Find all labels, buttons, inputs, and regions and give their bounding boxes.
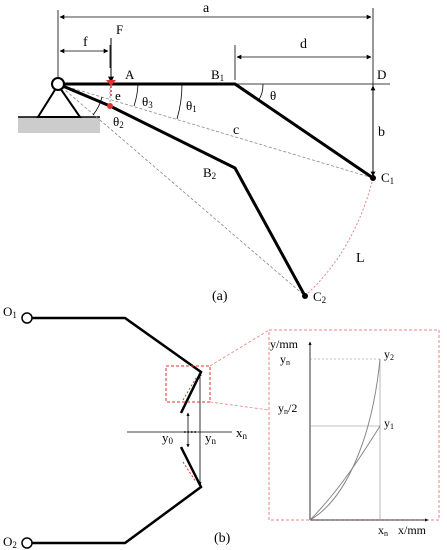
- point-C2: [302, 293, 308, 299]
- label-F: F: [116, 22, 123, 37]
- label-theta: θ: [270, 88, 276, 103]
- panel-b: O1 O2 y0 yn xn (b) y/mm x/mm yn yn/2 y2 …: [3, 304, 440, 550]
- label-L: L: [356, 251, 365, 266]
- caption-b: (b): [214, 531, 231, 546]
- lower-link: [27, 446, 203, 545]
- label-yn: yn: [205, 430, 217, 446]
- label-C2: C2: [313, 289, 326, 305]
- arc-theta1: [176, 83, 183, 120]
- label-C1: C1: [381, 170, 394, 186]
- label-d: d: [300, 37, 307, 52]
- curve-y2: [309, 358, 381, 521]
- arc-theta3: [133, 83, 139, 107]
- caption-a: (a): [212, 289, 228, 304]
- label-b: b: [378, 125, 385, 140]
- label-O1: O1: [3, 304, 17, 320]
- zoom-box: [165, 365, 211, 403]
- label-xn: xn: [236, 425, 248, 441]
- pivot-O1: [21, 312, 33, 324]
- point-C1: [370, 175, 376, 181]
- curve-y1: [309, 425, 381, 521]
- label-y0: y0: [162, 430, 174, 446]
- inset-label-xn: xn: [378, 523, 388, 538]
- label-f: f: [83, 35, 88, 50]
- dashed-c: [57, 83, 374, 179]
- pivot-O2: [21, 537, 33, 549]
- link-B2-C2: [57, 82, 307, 297]
- point-A-marker: [106, 80, 116, 86]
- inset-label-yn2: yn/2: [278, 401, 297, 416]
- inset-frame: [268, 329, 440, 521]
- label-e: e: [115, 88, 121, 103]
- point-e: [107, 103, 113, 109]
- inset-chart: y/mm x/mm yn yn/2 y2 y1 xn: [270, 337, 429, 538]
- inset-label-yn: yn: [280, 352, 290, 367]
- link-A-B1-C1: [58, 82, 374, 180]
- zoom-connector-bottom: [209, 401, 270, 411]
- zoom-connector-top: [209, 329, 270, 367]
- arc-L: [304, 177, 374, 297]
- red-motion-upper: [182, 377, 197, 401]
- label-B1: B1: [211, 67, 224, 83]
- upper-link: [27, 316, 203, 414]
- support-triangle: [36, 83, 82, 118]
- ground-base: [18, 117, 100, 133]
- inset-label-y2: y2: [384, 347, 394, 362]
- label-D: D: [377, 67, 386, 82]
- label-theta2: θ2: [113, 114, 124, 130]
- label-theta1: θ1: [186, 98, 197, 114]
- arc-theta2: [92, 96, 103, 116]
- label-a: a: [203, 1, 210, 16]
- label-c: c: [233, 123, 239, 138]
- label-B2: B2: [203, 165, 216, 181]
- label-theta3: θ3: [142, 94, 153, 110]
- dashed-L2: [57, 83, 306, 297]
- label-O2: O2: [3, 534, 17, 550]
- inset-ylabel: y/mm: [270, 337, 299, 351]
- inset-xlabel: x/mm: [398, 523, 427, 537]
- label-A: A: [125, 67, 135, 82]
- inset-label-y1: y1: [384, 416, 394, 431]
- panel-a: a f F d A B1 D e b c θ θ1 θ3 θ2 B2 C1 C2…: [18, 1, 394, 305]
- pivot-O: [51, 77, 65, 91]
